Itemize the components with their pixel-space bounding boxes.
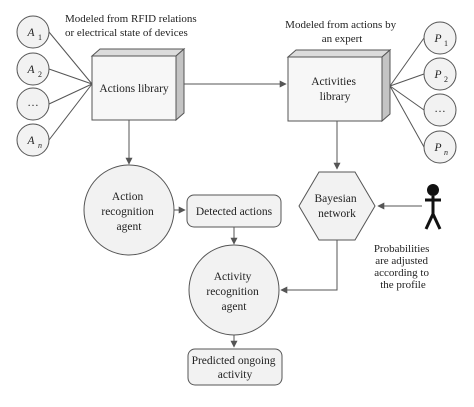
- input-subscript: n: [38, 141, 42, 150]
- input-circle-an: A n: [16, 123, 50, 157]
- input-subscript: 2: [38, 70, 42, 79]
- detected-actions-box: Detected actions: [186, 194, 282, 228]
- note-probabilities: Probabilities are adjusted according to …: [374, 243, 432, 291]
- action-recognition-agent: Action recognition agent: [83, 164, 175, 256]
- input-label: …: [27, 97, 39, 109]
- predicted-activity-box: Predicted ongoing activity: [187, 348, 283, 386]
- input-label: P: [433, 69, 441, 81]
- note-left: Modeled from RFID relations or electrica…: [65, 13, 199, 39]
- activity-recognition-agent: Activity recognition agent: [188, 244, 280, 336]
- input-circle-p2: P 2: [423, 57, 457, 91]
- right-input-connectors: [389, 37, 425, 148]
- right-inputs: P 1 P 2 … P n: [389, 21, 457, 164]
- bayesian-network-node: Bayesian network: [298, 171, 376, 241]
- left-inputs: A 1 A 2 … A n: [16, 15, 93, 157]
- person-icon: [424, 184, 442, 230]
- input-subscript: 1: [38, 33, 42, 42]
- input-label: P: [433, 33, 441, 45]
- input-label: P: [433, 142, 441, 154]
- bayesian-label: Bayesian network: [314, 193, 359, 220]
- predicted-label: Predicted ongoing activity: [192, 355, 279, 381]
- actions-library-box: Actions library: [90, 47, 186, 122]
- input-label: A: [26, 135, 35, 147]
- activity-agent-label: Activity recognition agent: [206, 271, 261, 313]
- detected-actions-label: Detected actions: [196, 206, 273, 218]
- input-subscript: n: [444, 148, 448, 157]
- input-circle-pn: P n: [423, 130, 457, 164]
- activities-library-box: Activities library: [286, 48, 392, 123]
- input-label: …: [434, 103, 446, 115]
- input-subscript: 1: [444, 39, 448, 48]
- note-right: Modeled from actions by an expert: [285, 19, 399, 45]
- input-subscript: 2: [444, 75, 448, 84]
- actions-library-label: Actions library: [99, 83, 169, 95]
- action-agent-label: Action recognition agent: [101, 191, 156, 233]
- input-circle-ellipsis: …: [423, 93, 457, 127]
- input-circle-ellipsis: …: [16, 87, 50, 121]
- arrow-bayesian-to-activity-agent: [280, 240, 338, 294]
- input-circle-a1: A 1: [16, 15, 50, 49]
- input-circle-a2: A 2: [16, 52, 50, 86]
- input-label: A: [26, 27, 35, 39]
- input-label: A: [26, 64, 35, 76]
- input-circle-p1: P 1: [423, 21, 457, 55]
- activities-library-label: Activities library: [311, 76, 359, 103]
- left-input-connectors: [48, 31, 93, 141]
